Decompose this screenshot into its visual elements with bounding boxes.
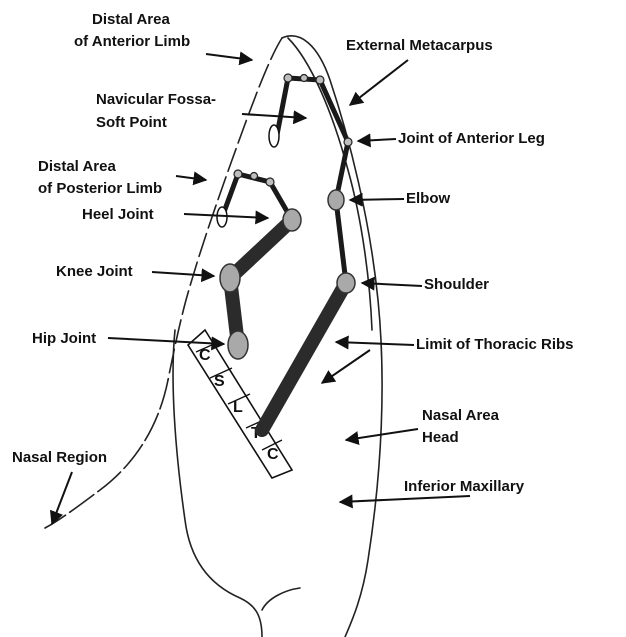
arrow-inferior-maxillary [340,496,470,502]
labels: Distal Area of Anterior Limb External Me… [12,11,574,495]
arrow-navicular [242,114,306,118]
anterior-limb [262,74,355,430]
anterior-hoof [269,125,279,147]
anterior-leg-joint-marker [344,138,352,146]
elbow-joint-marker [328,190,344,210]
posterior-limb [217,170,301,359]
arrow-shoulder [362,283,422,286]
label-navicular-line2: Soft Point [96,114,167,131]
label-external-metacarpus: External Metacarpus [346,37,493,54]
label-limit-thoracic-ribs: Limit of Thoracic Ribs [416,336,574,353]
segment-label: C [199,347,211,364]
arrow-thoracic-ribs-2 [322,350,370,383]
label-heel-joint: Heel Joint [82,206,154,223]
label-inferior-maxillary: Inferior Maxillary [404,478,525,495]
segment-label: C [267,446,279,463]
arrow-knee-joint [152,272,214,276]
label-navicular-line1: Navicular Fossa- [96,91,216,108]
label-distal-anterior-line1: Distal Area [92,11,170,28]
label-nasal-area-line2: Head [422,429,459,446]
label-distal-posterior-line1: Distal Area [38,158,116,175]
label-nasal-region: Nasal Region [12,449,107,466]
arrow-distal-anterior [206,54,252,60]
label-joint-anterior-leg: Joint of Anterior Leg [398,130,545,147]
arrow-joint-anterior-leg [358,139,396,141]
label-distal-posterior-line2: of Posterior Limb [38,180,162,197]
label-distal-anterior-line2: of Anterior Limb [74,33,190,50]
arrow-elbow [350,199,404,200]
arrow-thoracic-ribs-1 [336,342,414,345]
shoulder-joint-marker [337,273,355,293]
label-shoulder: Shoulder [424,276,489,293]
knee-joint-marker [220,264,240,292]
heel-joint-marker [283,209,301,231]
label-elbow: Elbow [406,190,450,207]
label-knee-joint: Knee Joint [56,263,133,280]
hip-joint-marker [228,331,248,359]
label-hip-joint: Hip Joint [32,330,96,347]
arrow-external-metacarpus [350,60,408,105]
arrow-distal-posterior [176,176,206,180]
arrow-nasal-region [52,472,72,524]
posterior-hoof [217,207,227,227]
label-nasal-area-line1: Nasal Area [422,407,500,424]
segment-label: L [233,399,243,416]
segment-label: S [214,373,225,390]
